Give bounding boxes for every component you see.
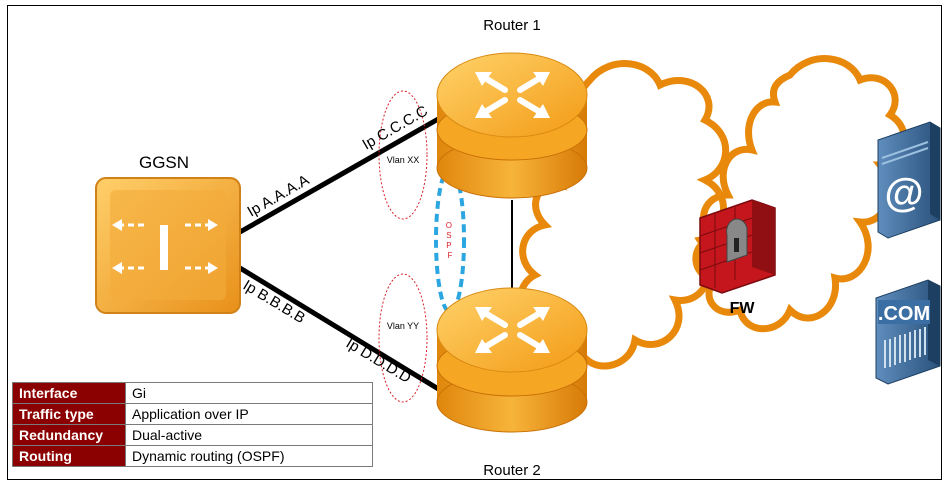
router-2-label: Router 2: [483, 462, 541, 479]
ospf-label: O S P F: [446, 221, 454, 260]
vlan-yy-ellipse: [378, 273, 428, 403]
vlan-xx-ellipse: [378, 90, 428, 220]
table-key: Redundancy: [12, 424, 126, 446]
router-2-icon: [436, 287, 588, 433]
table-value: Dynamic routing (OSPF): [125, 445, 373, 467]
table-value: Dual-active: [125, 424, 373, 446]
vlan-xx-label: Vlan XX: [387, 155, 420, 165]
web-server-icon: .COM: [875, 279, 941, 385]
table-value: Application over IP: [125, 403, 373, 425]
table-key: Traffic type: [12, 403, 126, 425]
vlan-yy-label: Vlan YY: [387, 321, 419, 331]
ggsn-icon: [95, 177, 241, 314]
link-ggsn-router2: [238, 265, 442, 393]
firewall-icon: [699, 199, 776, 294]
ggsn-label: GGSN: [139, 153, 189, 172]
email-server-icon: @: [877, 121, 941, 239]
router-1-icon: [436, 52, 588, 199]
cloud-right: [692, 55, 908, 333]
table-value: Gi: [125, 382, 373, 404]
router-1-label: Router 1: [483, 17, 541, 34]
com-label: .COM: [878, 303, 930, 325]
table-key: Interface: [12, 382, 126, 404]
link-ggsn-router1: [238, 115, 442, 235]
ip-d-label: Ip D.D.D.D: [343, 335, 414, 387]
email-symbol: @: [884, 171, 923, 215]
table-key: Routing: [12, 445, 126, 467]
diagram-frame: [7, 5, 942, 480]
fw-label: FW: [730, 300, 756, 317]
